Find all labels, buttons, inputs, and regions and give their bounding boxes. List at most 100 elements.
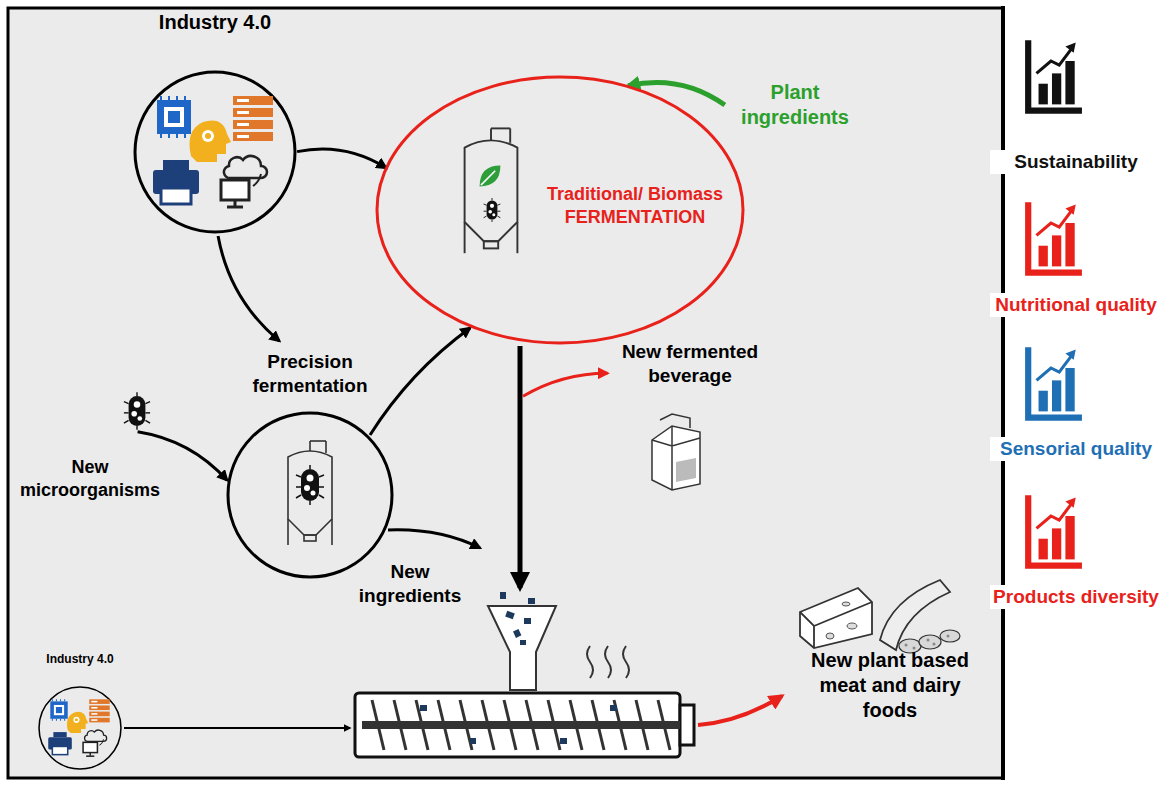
food-icons — [800, 580, 960, 653]
trunk-arrow — [518, 346, 523, 588]
ingredient-label: New ingredients — [345, 560, 475, 608]
divider — [1001, 6, 1005, 780]
flow-arrow — [138, 432, 227, 480]
ind-icon — [38, 686, 122, 770]
mic-icon — [484, 198, 501, 222]
food-icons — [800, 588, 872, 648]
trend-label: Sustainability — [990, 150, 1162, 174]
extruder — [587, 646, 629, 678]
extruder — [636, 700, 648, 750]
node-text: New fermented beverage — [615, 340, 765, 388]
extruder — [355, 693, 680, 757]
node-text: Industry 4.0 — [125, 10, 305, 35]
extruder — [500, 592, 506, 599]
node-text: New plant based meat and dairy foods — [790, 648, 990, 723]
ind-icon — [135, 72, 295, 232]
beverage-carton — [652, 426, 700, 490]
extruder — [416, 700, 428, 750]
mic-icon — [483, 197, 501, 223]
food-icons — [947, 635, 950, 638]
flow-arrow — [523, 373, 608, 396]
food-icons — [927, 639, 930, 642]
microorganism-source: New microorganisms — [5, 388, 175, 513]
prec-icon — [228, 413, 392, 577]
extruder — [528, 598, 535, 604]
extruder — [610, 705, 617, 711]
extruder — [505, 611, 515, 619]
extruder — [520, 640, 526, 645]
industry-circle-small: Industry 4.0 — [38, 650, 122, 772]
leaf-icon — [480, 166, 501, 187]
food-icons — [940, 630, 960, 642]
trunk-arrow — [520, 346, 521, 588]
extruder — [362, 721, 680, 729]
extruder — [504, 700, 516, 750]
flow-arrow — [218, 236, 279, 341]
industry-circle: Industry 4.0 — [125, 8, 305, 236]
panel — [8, 8, 1003, 778]
extruder — [623, 646, 629, 678]
extruder — [470, 738, 476, 744]
extruder — [658, 700, 670, 750]
ingredient-arrow — [388, 530, 480, 548]
node-text: Industry 4.0 — [18, 652, 142, 667]
trend-label: Nutritional quality — [990, 293, 1162, 317]
output-label: New fermented beverage — [615, 340, 765, 388]
extruder — [488, 606, 556, 690]
extruder — [680, 705, 694, 745]
extruder — [394, 700, 406, 750]
beverage-carton — [652, 426, 700, 490]
extruder — [500, 592, 535, 645]
mic-icon — [124, 392, 150, 429]
flow-arrow — [297, 149, 386, 168]
food-icons — [800, 602, 872, 648]
food-icons — [905, 644, 908, 647]
ind-icon — [39, 687, 121, 769]
trend-label: Sensorial quality — [990, 437, 1162, 461]
fermentation-ellipse: Traditional/ Biomass FERMENTATION — [375, 75, 745, 345]
industry-feed-arrow — [124, 727, 350, 729]
food-icons — [847, 623, 857, 629]
node-text: New microorganisms — [5, 456, 175, 501]
food-icons — [826, 602, 857, 639]
extruder — [513, 629, 521, 638]
food-icons — [826, 633, 834, 639]
extruder — [524, 618, 531, 624]
extruder — [420, 705, 617, 744]
node-text: Traditional/ Biomass FERMENTATION — [535, 183, 735, 228]
extruder — [372, 700, 384, 750]
node-text: Plant ingredients — [730, 80, 860, 130]
mic-icon — [123, 392, 151, 430]
product-arrow — [698, 696, 782, 725]
output-label: New plant based meat and dairy foods — [790, 648, 990, 723]
extruder — [372, 700, 670, 750]
food-icons — [919, 635, 941, 649]
extruder — [420, 705, 427, 711]
extruder — [548, 700, 560, 750]
extruder — [526, 700, 538, 750]
trend-icons — [1028, 202, 1082, 272]
flow-arrow — [370, 328, 470, 435]
beverage-carton — [652, 414, 700, 490]
beverage-carton — [676, 458, 696, 482]
flow-arrow — [628, 82, 725, 105]
tank-icon — [465, 128, 518, 253]
food-icons — [933, 643, 936, 646]
extruder — [355, 592, 694, 757]
precision-circle: Precision fermentation — [225, 348, 395, 580]
input-label: Plant ingredients — [730, 80, 860, 130]
ellipse-outline — [377, 77, 743, 343]
ingredient-arrow — [388, 530, 480, 548]
trend-icons — [1028, 40, 1082, 110]
trend-icons — [1028, 495, 1082, 565]
trend-icons — [1028, 347, 1082, 417]
leaf-icon — [477, 163, 503, 189]
food-icons — [905, 635, 950, 650]
extruder — [570, 700, 582, 750]
ind-icon — [133, 70, 297, 234]
extruder — [438, 700, 450, 750]
food-icons — [842, 602, 850, 606]
extruder — [560, 738, 567, 744]
extruder — [605, 646, 611, 678]
